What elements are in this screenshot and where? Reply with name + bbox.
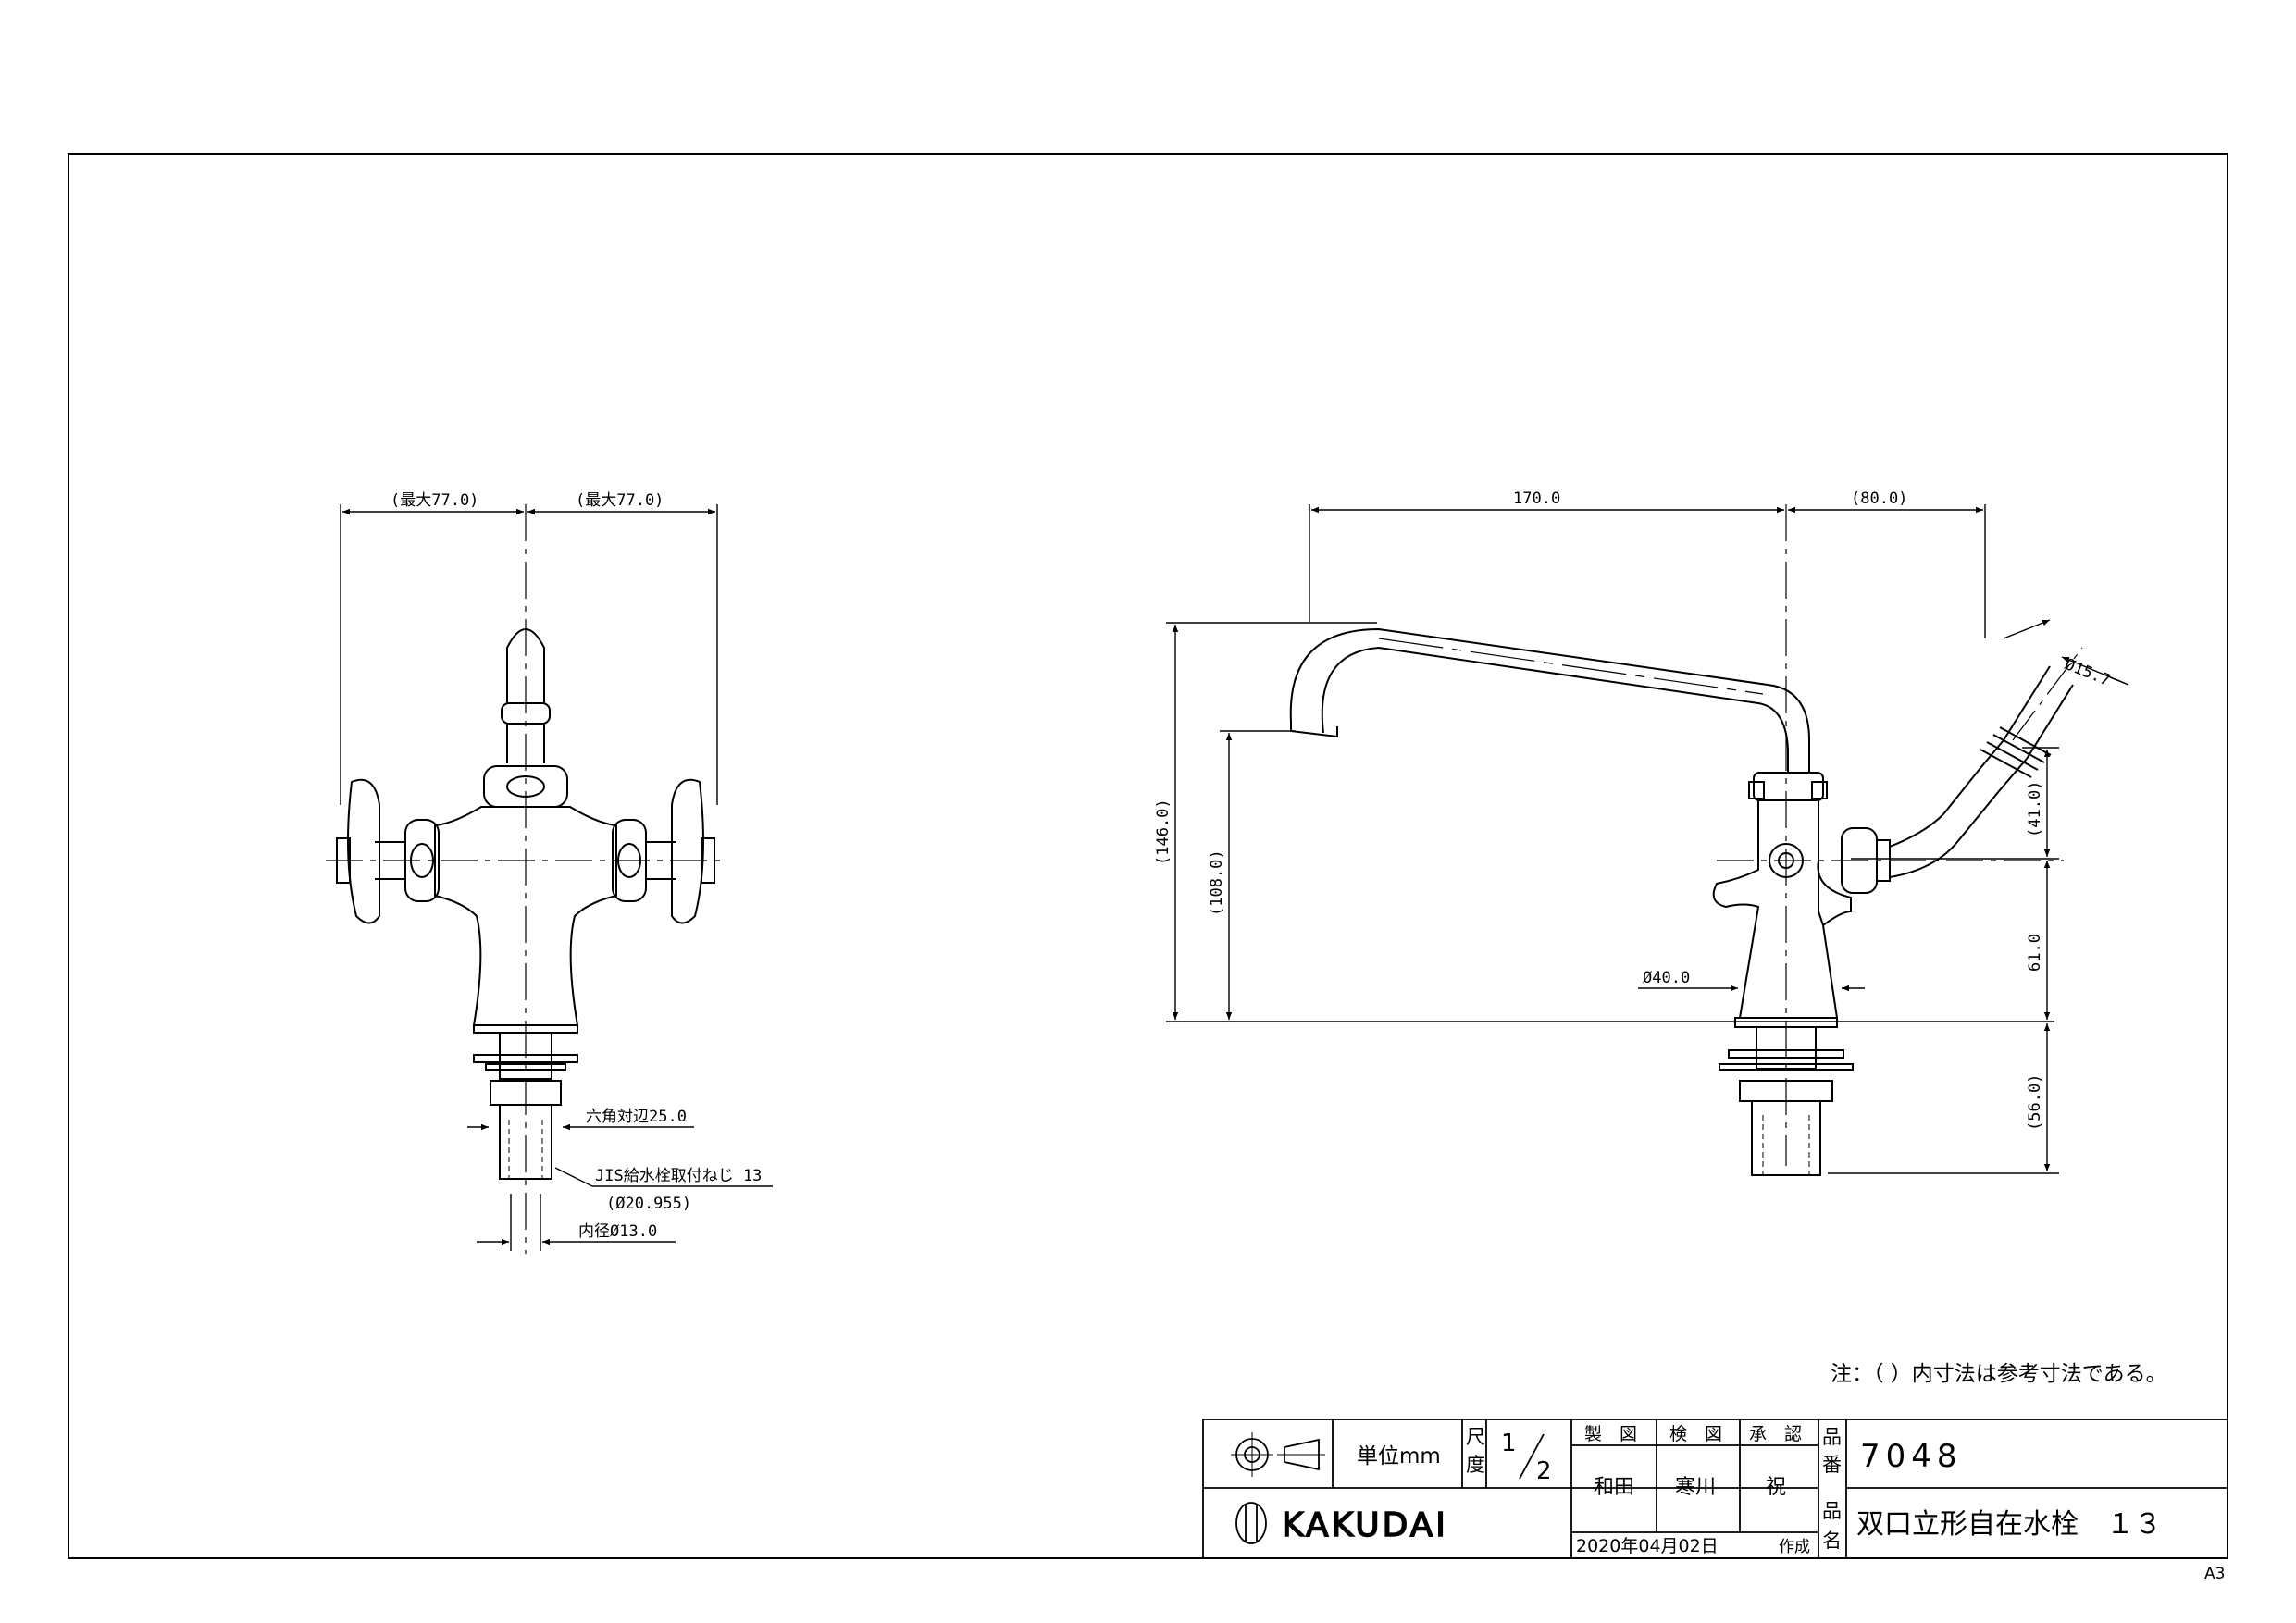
name-label-2: 名: [1822, 1530, 1842, 1552]
checked-label: 検 図: [1669, 1424, 1722, 1444]
side-dimensions: [1166, 504, 2129, 1174]
dim-max-left: (最大77.0): [391, 491, 478, 510]
dim-body-dia: Ø40.0: [1643, 969, 1690, 987]
code-label-1: 品: [1822, 1426, 1842, 1448]
drawing-border: [68, 153, 2228, 1559]
dim-inner: 内径Ø13.0: [578, 1222, 657, 1241]
front-dimensions: [340, 504, 773, 1251]
scale-numerator: 1: [1501, 1430, 1517, 1457]
dim-hose-dia: Ø15.7: [2062, 655, 2113, 690]
created-label: 作成: [1779, 1538, 1810, 1556]
approved-by: 祝: [1766, 1476, 1786, 1499]
dim-max-right: (最大77.0): [576, 491, 664, 510]
dim-hose-height: (41.0): [2026, 781, 2044, 837]
checked-by: 寒川: [1675, 1476, 1716, 1499]
drawn-by: 和田: [1594, 1476, 1634, 1499]
scale-denominator: 2: [1536, 1457, 1552, 1485]
dim-shank-height: (56.0): [2026, 1074, 2044, 1131]
dim-spout-length: 170.0: [1513, 489, 1560, 508]
dim-hose-length: (80.0): [1851, 489, 1907, 508]
dim-base-height: 61.0: [2026, 934, 2044, 972]
dim-thread-dia: (Ø20.955): [606, 1195, 691, 1213]
dim-spout-height: (108.0): [1208, 849, 1226, 916]
scale-label: 尺: [1466, 1426, 1485, 1448]
product-name: 双口立形自在水栓 １３: [1856, 1508, 2162, 1541]
drawn-label: 製 図: [1584, 1424, 1637, 1444]
dim-thread: JIS給水栓取付ねじ 13: [595, 1167, 762, 1185]
scale-label-2: 度: [1466, 1454, 1485, 1476]
front-view: [326, 504, 726, 1254]
product-code: 7048: [1860, 1438, 1963, 1475]
reference-note: 注：（ ）内寸法は参考寸法である。: [1831, 1362, 2167, 1386]
side-view: [1289, 504, 2083, 1176]
code-label-2: 番: [1822, 1454, 1842, 1476]
approved-label: 承 認: [1749, 1424, 1802, 1444]
unit-label: 単位mm: [1357, 1444, 1441, 1468]
brand-name: KAKUDAI: [1282, 1506, 1448, 1544]
dim-total-height: (146.0): [1154, 799, 1173, 865]
paper-size: A3: [2204, 1565, 2225, 1583]
title-block: [1202, 1419, 2228, 1559]
kakudai-logo-icon: [1235, 1502, 1267, 1544]
name-label-1: 品: [1822, 1500, 1842, 1522]
creation-date: 2020年04月02日: [1576, 1536, 1719, 1556]
dim-hex: 六角対辺25.0: [586, 1108, 687, 1126]
